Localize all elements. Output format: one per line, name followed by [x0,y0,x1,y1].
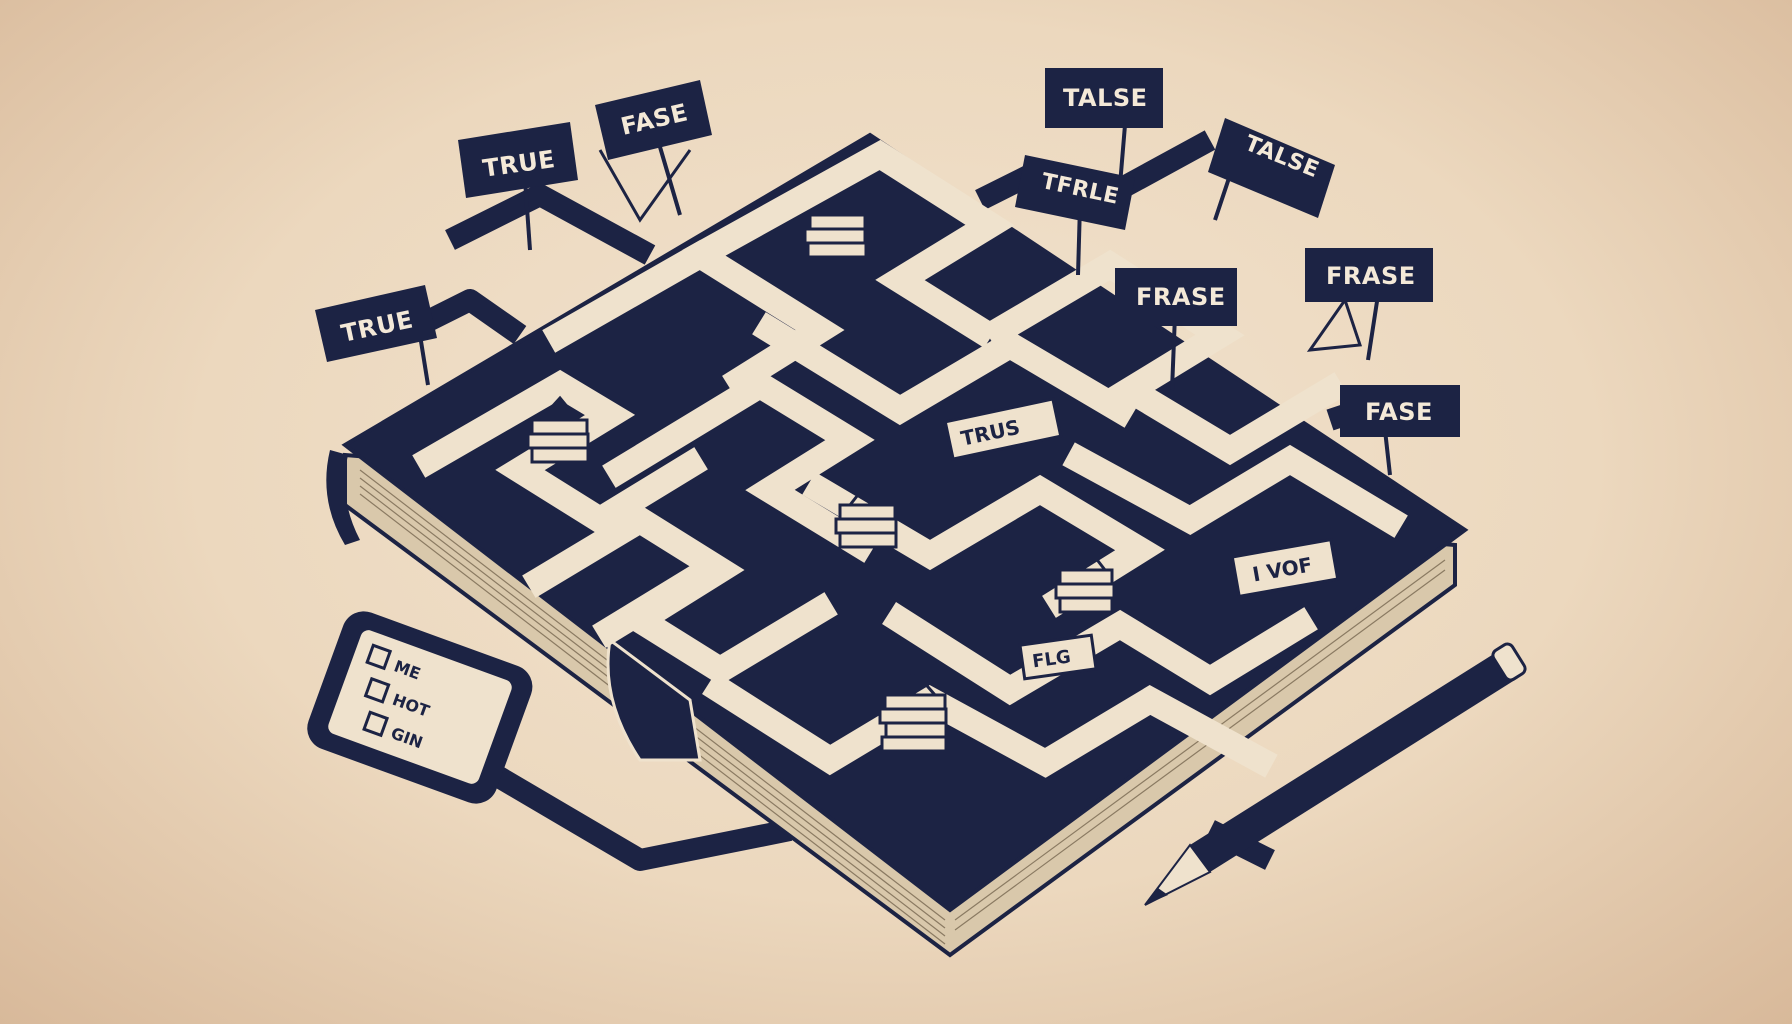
sign-label: TALSE [1063,84,1148,112]
sign-board: TALSE [1208,118,1335,218]
sign-board: FASE [1340,385,1460,437]
maze-note: I VOF [1230,537,1340,599]
smartphone-icon: ME HOT GIN [307,611,533,804]
sign-board: FASE [595,80,712,160]
hanging-flag [598,149,1363,352]
sign-board: TALSE [1045,68,1163,128]
maze-note: TRUS [943,397,1063,461]
sign-label: FRASE [1136,283,1226,311]
sign-board: TRUE [458,122,578,198]
sign-label: FRASE [1326,262,1416,290]
pencil-icon [1144,642,1527,906]
book-stack-icon [526,192,1116,753]
sign-board: FRASE [1115,268,1237,326]
checkbox-icon [363,676,391,704]
sign-label: FASE [1365,398,1433,426]
maze-note: FLG [1018,633,1098,681]
checkbox-icon [365,643,393,671]
sign-board: TRUE [315,285,437,362]
sign-board: FRASE [1305,248,1433,302]
sign-board: TFRLE [1015,155,1135,230]
checkbox-icon [362,710,390,738]
